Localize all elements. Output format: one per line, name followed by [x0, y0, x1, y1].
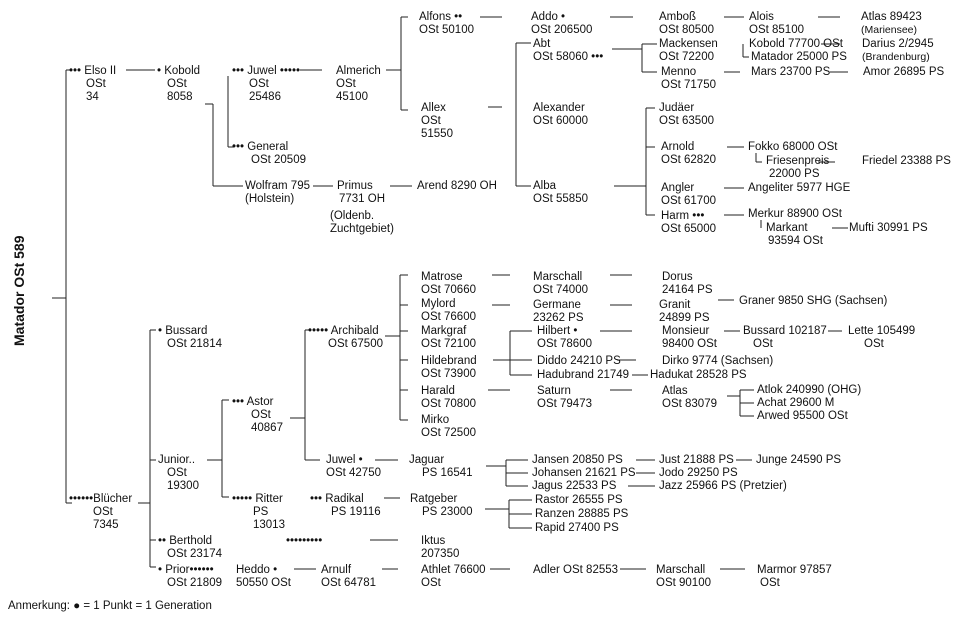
node-rapid: Rapid 27400 PS — [535, 522, 619, 534]
node-oldenb-note: (Oldenb.Zuchtgebiet) — [330, 210, 394, 235]
node-angeliter: Angeliter 5977 HGE — [748, 182, 851, 194]
node-jansen: Jansen 20850 PS — [532, 454, 623, 466]
node-dirko: Dirko 9774 (Sachsen) — [662, 355, 774, 367]
node-darius: Darius 2/2945(Brandenburg) — [862, 38, 934, 63]
node-kobold-2: Kobold 77700 OSt — [749, 38, 843, 50]
node-johansen: Johansen 21621 PS — [532, 467, 636, 479]
node-juwel-2: Juwel •OSt 42750 — [326, 454, 381, 479]
node-just: Just 21888 PS — [659, 454, 734, 466]
node-ranzen: Ranzen 28885 PS — [535, 508, 629, 520]
node-hilbert: Hilbert •OSt 78600 — [537, 325, 592, 350]
node-hadubrand: Hadubrand 21749 — [537, 369, 630, 381]
node-merkur: Merkur 88900 OSt — [748, 208, 842, 220]
node-fokko: Fokko 68000 OSt — [748, 141, 838, 153]
node-jazz: Jazz 25966 PS (Pretzier) — [659, 480, 787, 492]
node-mufti: Mufti 30991 PS — [849, 222, 928, 234]
node-friedel: Friedel 23388 PS — [862, 155, 951, 167]
node-berthold-dots: ••••••••• — [286, 535, 323, 547]
node-atlok: Atlok 240990 (OHG) — [757, 384, 862, 396]
node-alfons: Alfons ••OSt 50100 — [419, 11, 474, 36]
node-hadukat: Hadukat 28528 PS — [650, 369, 747, 381]
node-junge: Junge 24590 PS — [756, 454, 842, 466]
node-graner: Graner 9850 SHG (Sachsen) — [739, 295, 888, 307]
node-jagus: Jagus 22533 PS — [532, 480, 617, 492]
node-addo: Addo •OSt 206500 — [531, 11, 593, 36]
node-heddo: Heddo •50550 OSt — [236, 564, 291, 589]
node-jodo: Jodo 29250 PS — [659, 467, 738, 479]
node-matador-2: Matador 25000 PS — [751, 51, 847, 63]
node-harm: Harm •••OSt 65000 — [661, 210, 716, 235]
node-adler: Adler OSt 82553 — [533, 564, 619, 576]
node-mars: Mars 23700 PS — [751, 66, 831, 78]
node-prior: • Prior••••••OSt 21809 — [158, 564, 222, 589]
node-rastor: Rastor 26555 PS — [535, 494, 623, 506]
node-wolfram: Wolfram 795(Holstein) — [245, 180, 310, 205]
node-atlas-mariensee: Atlas 89423(Mariensee) — [861, 11, 922, 36]
node-diddo: Diddo 24210 PS — [537, 355, 621, 367]
node-amor: Amor 26895 PS — [863, 66, 945, 78]
node-achat: Achat 29600 M — [757, 397, 835, 409]
node-arwed: Arwed 95500 OSt — [757, 410, 848, 422]
node-arend: Arend 8290 OH — [417, 180, 497, 192]
legend-note: Anmerkung: ● = 1 Punkt = 1 Generation — [8, 600, 212, 612]
